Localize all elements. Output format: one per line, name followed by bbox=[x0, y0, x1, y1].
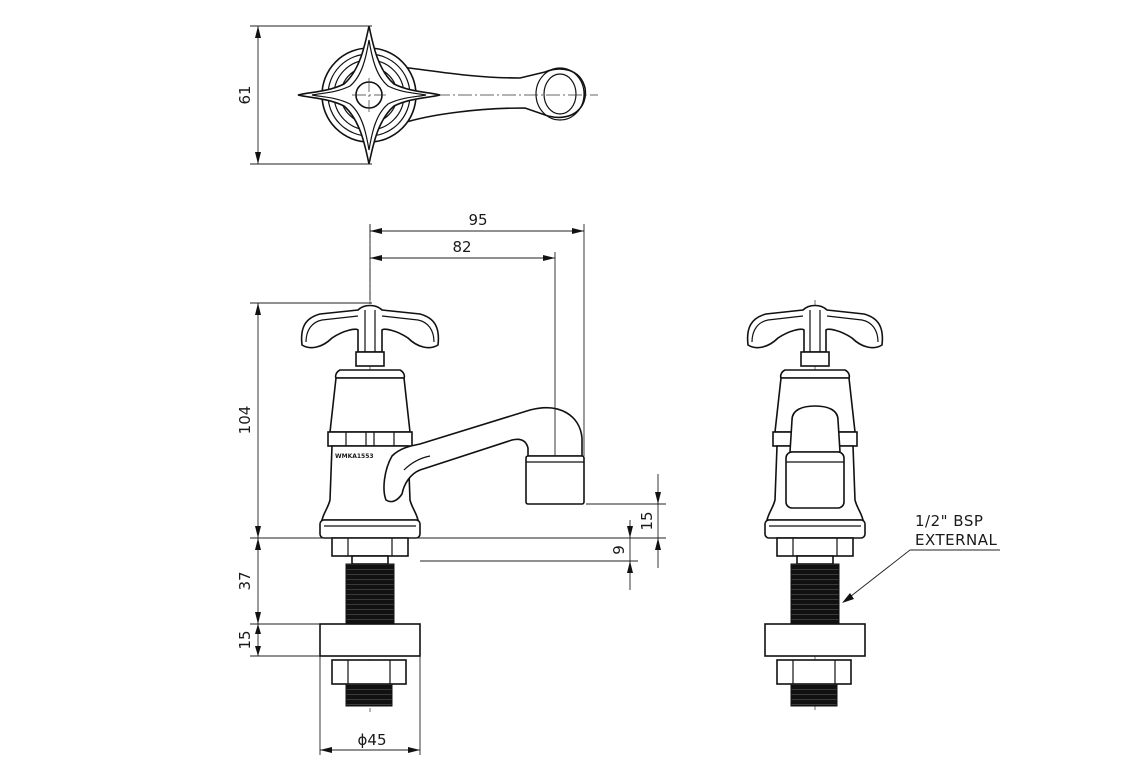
body-marking: WMKA1553 bbox=[335, 453, 374, 460]
dim-outlet-offset: 9 bbox=[610, 545, 628, 555]
dim-top-height: 61 bbox=[236, 85, 254, 104]
dim-body-height: 104 bbox=[236, 406, 254, 435]
thread-spec-line1: 1/2" BSP bbox=[915, 512, 983, 530]
front-view: 1/2" BSP EXTERNAL bbox=[746, 300, 1000, 712]
dim-flange-diameter: ϕ45 bbox=[358, 731, 387, 749]
dim-backnut-height: 15 bbox=[236, 630, 254, 649]
dim-shank-length: 37 bbox=[236, 571, 254, 590]
dim-overall-reach: 95 bbox=[468, 211, 487, 229]
thread-spec-line2: EXTERNAL bbox=[915, 531, 998, 549]
dim-spout-reach: 82 bbox=[452, 238, 471, 256]
top-view: 61 bbox=[236, 25, 598, 165]
side-view: WMKA1553 95 82 bbox=[236, 211, 666, 755]
dim-outlet-height: 15 bbox=[638, 511, 656, 530]
